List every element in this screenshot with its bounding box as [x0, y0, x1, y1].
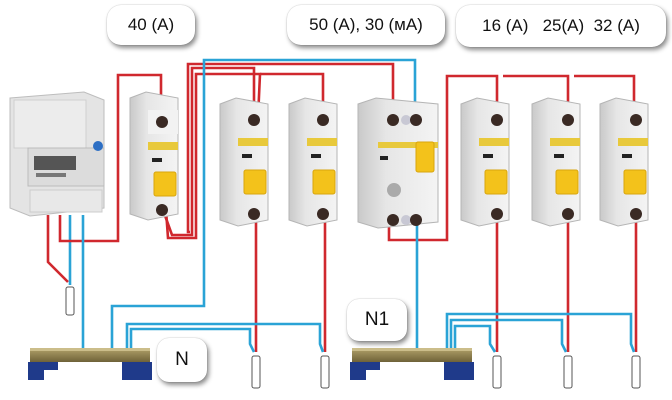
phase-wire-meter-in	[46, 215, 69, 283]
main-circuit-breaker[interactable]	[129, 91, 179, 221]
phase-wire-main-to-rcd	[186, 62, 395, 234]
branch-breaker-ratings-label: 16 (A) 25(A) 32 (A)	[456, 5, 666, 47]
neutral-wire-out-5	[445, 312, 636, 353]
output-terminal-3	[492, 355, 502, 389]
group-circuit-breaker-1[interactable]	[219, 97, 269, 227]
electricity-meter	[9, 91, 105, 217]
rcd-rating-label: 50 (A), 30 (мА)	[287, 5, 445, 45]
phase-wire-main-out-2	[164, 72, 262, 240]
neutral-wire-out-4	[449, 318, 568, 353]
residual-current-device[interactable]	[357, 97, 439, 229]
neutral-bus-rcd-label: N1	[347, 299, 407, 341]
neutral-wire-out-1	[129, 327, 256, 353]
output-terminal-2	[320, 355, 330, 389]
group-circuit-breaker-2[interactable]	[288, 97, 338, 227]
neutral-wire-out-2	[125, 322, 325, 353]
neutral-bus-n	[28, 348, 152, 380]
output-terminal-1	[251, 355, 261, 389]
neutral-bus-n1	[350, 348, 474, 380]
neutral-bus-label: N	[157, 338, 207, 382]
output-terminal-5	[631, 355, 641, 389]
output-terminal-meter	[65, 286, 75, 316]
neutral-wire-out-3	[453, 324, 497, 353]
neutral-wire-bus-to-rcd	[110, 58, 417, 350]
main-breaker-rating-label: 40 (A)	[107, 5, 195, 45]
circuit-breaker-16a[interactable]	[460, 97, 510, 227]
circuit-breaker-32a[interactable]	[599, 97, 649, 227]
phase-wire-meter-to-main	[58, 73, 163, 243]
circuit-breaker-25a[interactable]	[531, 97, 581, 227]
phase-wire-main-out-1	[161, 66, 256, 237]
output-terminal-4	[563, 355, 573, 389]
phase-wire-rcd-out	[387, 74, 499, 242]
